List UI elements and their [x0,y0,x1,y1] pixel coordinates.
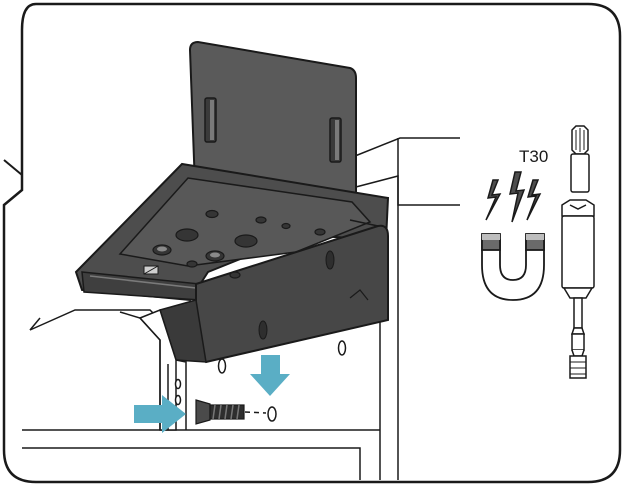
screw-hole [268,407,276,421]
bit-label: T30 [519,147,548,166]
t30-bit-icon [571,126,589,192]
